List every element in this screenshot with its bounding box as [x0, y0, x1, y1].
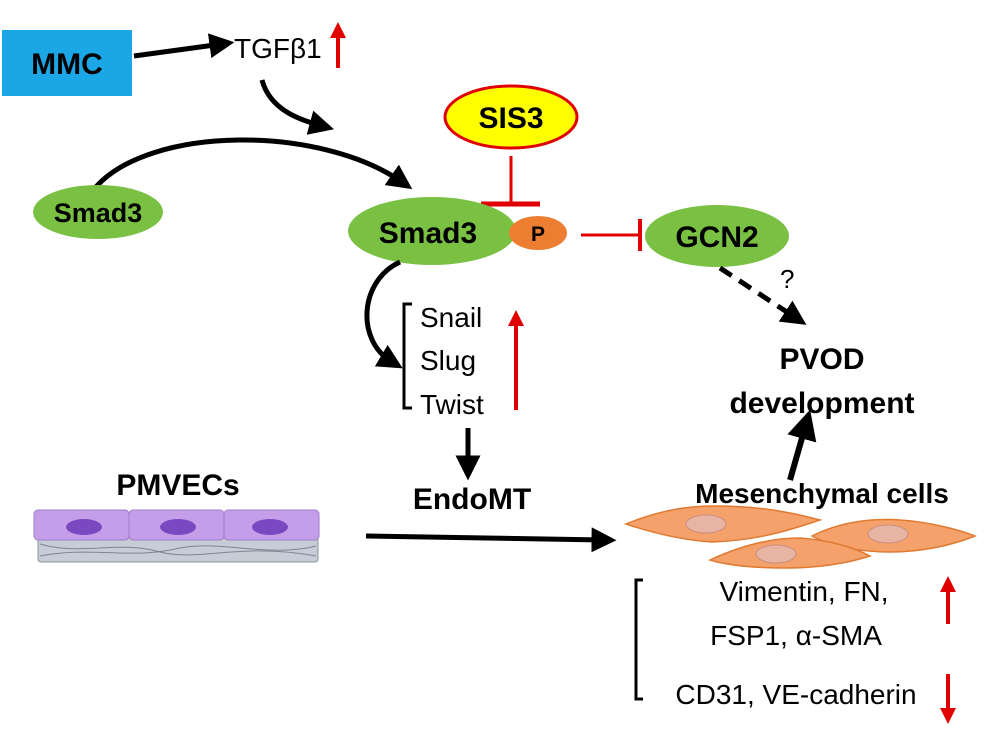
pvod-title-line1: PVOD: [779, 343, 864, 376]
question-mark: ?: [780, 264, 794, 294]
tf-slug: Slug: [420, 345, 476, 376]
smad3-to-tf-arrow: [364, 259, 403, 369]
marker-cd31-vecadherin: CD31, VE-cadherin: [675, 679, 916, 710]
tgfb1-label: TGFβ1: [234, 33, 322, 64]
endomt-label: EndoMT: [413, 483, 531, 516]
smad3-free-node: Smad3: [33, 185, 163, 239]
pmvecs-label: PMVECs: [116, 469, 239, 502]
tgfb1-to-smad3-arrow: [259, 79, 335, 135]
marker-fsp1-sma: FSP1, α-SMA: [710, 620, 882, 651]
smad3-activation-arrow: [93, 137, 413, 190]
gcn2-node: GCN2: [645, 205, 789, 267]
tf-snail: Snail: [420, 302, 482, 333]
gcn2-to-pvod-dashed-arrow: [718, 265, 807, 325]
mmc-node: MMC: [2, 30, 132, 96]
smad3-free-label: Smad3: [54, 198, 143, 228]
sis3-inhibition: [481, 156, 540, 207]
endomt-transition-arrow: [365, 527, 617, 553]
mmc-label: MMC: [31, 48, 103, 81]
pvod-title-line2: development: [729, 387, 914, 420]
mesenchymal-cells: [623, 505, 978, 569]
tf-bracket: [402, 302, 412, 410]
sis3-label: SIS3: [478, 102, 543, 135]
phospho-label: P: [531, 223, 545, 246]
mesenchymal-to-pvod-arrow: [787, 409, 817, 481]
pmvecs-cell-layer: [33, 509, 320, 563]
gcn2-label: GCN2: [675, 221, 758, 254]
smad3-gcn2-inhibition: [581, 219, 642, 251]
smad3-bound-label: Smad3: [379, 217, 477, 250]
sis3-node: SIS3: [443, 84, 579, 150]
marker-vimentin-fn: Vimentin, FN,: [719, 576, 888, 607]
mesenchymal-label: Mesenchymal cells: [695, 478, 949, 509]
marker-bracket: [634, 578, 643, 701]
smad3-phospho-node: Smad3: [348, 197, 516, 265]
tf-twist: Twist: [420, 389, 484, 420]
mmc-to-tgfb1-arrow: [133, 33, 235, 59]
phospho-badge: P: [509, 216, 567, 250]
